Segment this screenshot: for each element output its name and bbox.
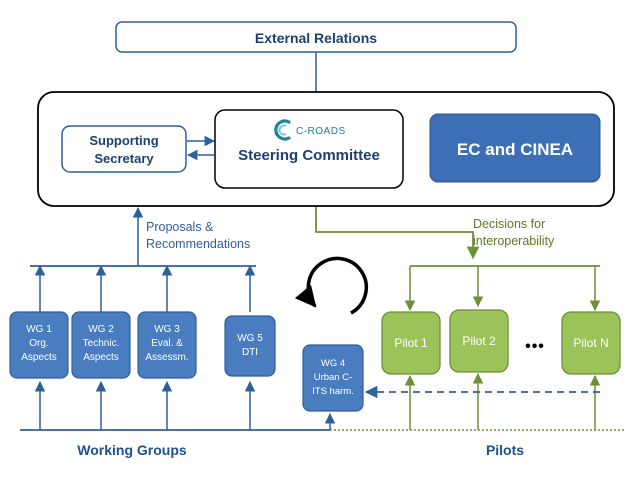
wg2-line2: Technic. [83,338,120,349]
wg2-line3: Aspects [83,352,119,363]
wg4-box: WG 4 Urban C- ITS harm. [302,344,364,412]
wg3-box: WG 3 Eval. & Assessm. [137,311,197,379]
pilots-label: Pilots [486,442,524,458]
external-relations-box: External Relations [115,21,517,53]
external-relations-label: External Relations [255,30,377,46]
cycle-arrow-icon [294,256,369,315]
wg2-box: WG 2 Technic. Aspects [71,311,131,379]
wg3-line1: WG 3 [154,324,180,335]
ec-cinea-label: EC and CINEA [457,140,573,159]
pilot2-box: Pilot 2 [449,309,509,373]
wg4-line1: WG 4 [321,358,345,369]
supporting-secretary-box: Supporting Secretary [61,125,187,173]
wg4-line3: ITS harm. [312,386,354,397]
steering-committee-label: Steering Committee [238,147,380,164]
decisions-label-line1: Decisions for [473,217,545,231]
wg4-line2: Urban C- [314,372,353,383]
pilotN-box: Pilot N [561,311,621,375]
decisions-arrow [315,207,480,260]
wg1-line1: WG 1 [26,324,52,335]
pilot1-box: Pilot 1 [381,311,441,375]
pilot2-label: Pilot 2 [462,334,496,348]
ec-cinea-box: EC and CINEA [429,113,601,183]
supporting-secretary-line1: Supporting [89,133,158,148]
proposals-label-line2: Recommendations [146,237,250,251]
c-roads-logo-icon [274,119,291,141]
decisions-label-line2: interoperability [473,234,555,248]
wg1-box: WG 1 Org. Aspects [9,311,69,379]
wg1-line3: Aspects [21,352,57,363]
proposals-label-line1: Proposals & [146,220,214,234]
wg3-line2: Eval. & [151,338,183,349]
wg3-line3: Assessm. [145,352,188,363]
pilotN-label: Pilot N [573,336,608,350]
wg5-box: WG 5 DTI [224,315,276,377]
working-groups-label: Working Groups [77,442,187,458]
pilot-ellipsis: ••• [525,338,545,355]
supporting-secretary-line2: Secretary [94,151,154,166]
wg2-line1: WG 2 [88,324,114,335]
c-roads-logo-text: C-ROADS [296,126,346,137]
wg1-line2: Org. [29,338,48,349]
wg5-line2: DTI [242,347,258,358]
pilot1-label: Pilot 1 [394,336,428,350]
wg5-line1: WG 5 [237,333,263,344]
steering-committee-box: C-ROADS Steering Committee [214,109,404,189]
